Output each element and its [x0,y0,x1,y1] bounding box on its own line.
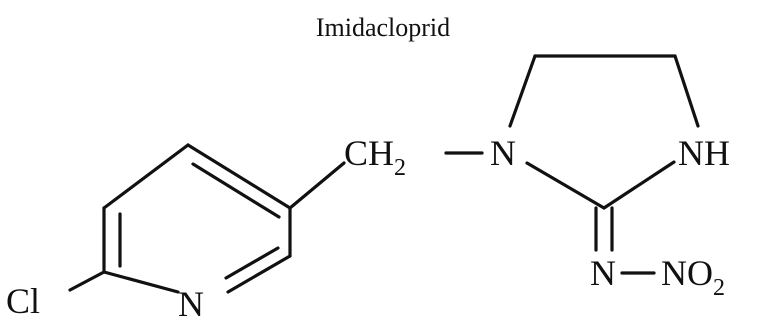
bond-c-cl [68,270,106,292]
bond-ring-c4-c5 [186,143,292,210]
bond-n-c2 [525,161,606,210]
bond-n-ch2a [508,54,537,128]
atom-chlorine: Cl [6,281,40,320]
nitro-subscript: 2 [713,275,725,301]
nitro-label: NO [661,253,713,293]
atom-ch2: CH2 [344,133,406,181]
bond-ring-c4-c5-inner [191,162,281,219]
atom-ring-nitrogen: N [490,133,516,173]
bond-ring-n-c2 [102,270,180,294]
bond-ring-c3-c4 [102,143,190,210]
atom-nitro: NO2 [661,253,725,301]
bond-ch2b-nh [673,54,700,128]
ch2-subscript: 2 [394,155,406,181]
bond-ring-c6-n-inner [224,246,280,280]
atom-imine-nitrogen: N [590,253,616,293]
bond-ring-ch2 [288,161,346,210]
atom-pyridine-nitrogen: N [178,284,204,320]
atom-nh: NH [678,133,730,173]
bond-c2-nh [602,160,676,210]
diagram-title: Imidacloprid [316,13,450,42]
bond-ring-c6-n [226,254,292,294]
ch2-label: CH [344,133,394,173]
